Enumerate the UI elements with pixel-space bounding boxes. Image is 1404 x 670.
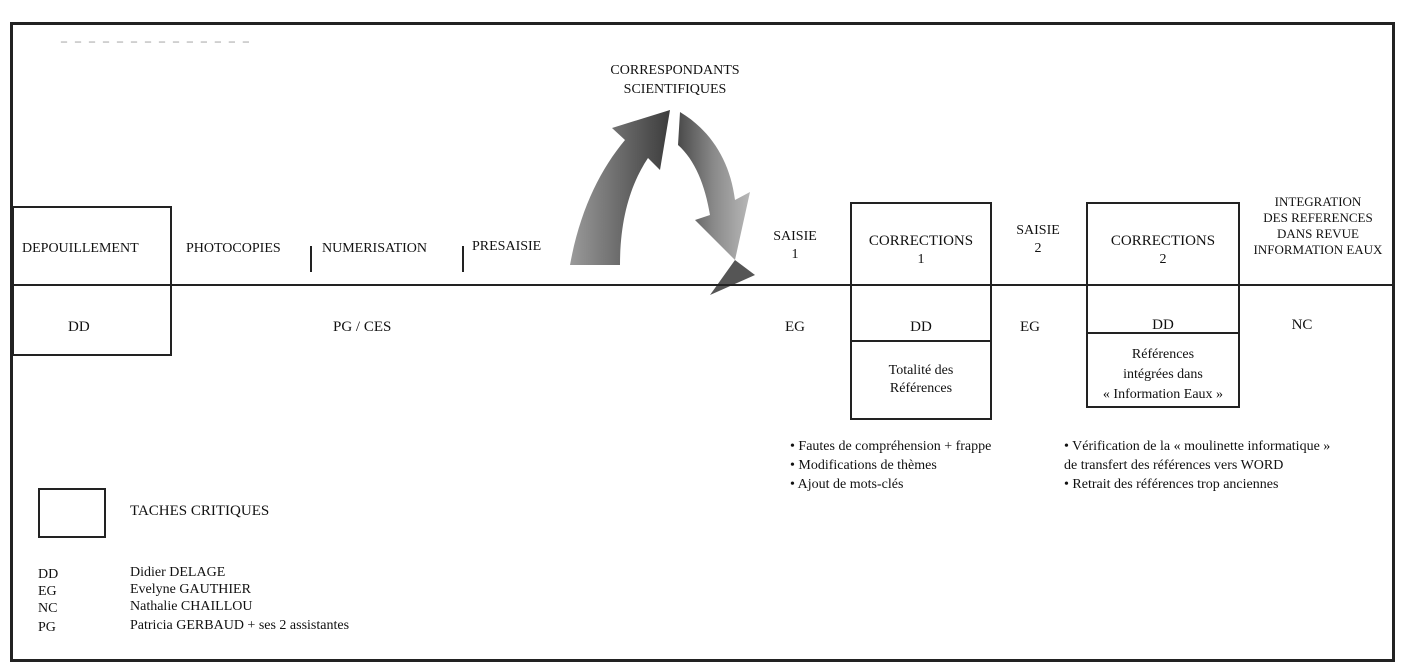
process-axis-line: [12, 284, 1392, 286]
assignee-corrections2: DD: [1152, 317, 1174, 333]
legend-name: Patricia GERBAUD + ses 2 assistantes: [130, 618, 350, 633]
legend-code: EG: [38, 584, 57, 599]
corrections2-detail-box: [1086, 332, 1240, 408]
stage-integration-line1: INTEGRATION: [1274, 194, 1362, 209]
stage-integration-line4: INFORMATION EAUX: [1253, 242, 1383, 257]
legend-critical-swatch: [38, 488, 106, 538]
legend-code: DD: [38, 567, 59, 582]
stage-depouillement: DEPOUILLEMENT: [22, 241, 139, 256]
stage-corrections2-line2: 2: [1159, 252, 1167, 267]
corrections2-note-2: de transfert des références vers WORD: [1064, 458, 1284, 473]
corrections2-note-3: • Retrait des références trop anciennes: [1064, 477, 1279, 492]
assignee-saisie2: EG: [1020, 319, 1040, 335]
legend-name: Didier DELAGE: [130, 565, 226, 580]
diagram-frame: [10, 22, 1395, 662]
stage-corrections1-line1: CORRECTIONS: [868, 233, 974, 249]
separator-line: [462, 246, 464, 272]
stage-saisie1-line2: 1: [791, 247, 799, 262]
assignee-saisie1: EG: [785, 319, 805, 335]
corrections2-note-1: • Vérification de la « moulinette inform…: [1064, 439, 1331, 454]
stage-saisie2-line2: 2: [1034, 241, 1042, 256]
legend-code: NC: [38, 601, 58, 616]
stage-numerisation: NUMERISATION: [322, 241, 427, 256]
legend-name: Nathalie CHAILLOU: [130, 599, 253, 614]
stage-saisie1-line1: SAISIE: [773, 229, 817, 244]
stage-saisie2-line1: SAISIE: [1016, 223, 1060, 238]
corrections1-detail-line1: Totalité des: [888, 363, 954, 378]
stage-corrections2-line1: CORRECTIONS: [1110, 233, 1216, 249]
bleed-through-text: - - - - - - - - - - - - - -: [60, 28, 250, 54]
bidirectional-arrows-icon: [570, 110, 755, 295]
depouillement-critical-box: [12, 206, 172, 356]
assignee-integration: NC: [1291, 317, 1313, 333]
corrections2-detail-line1: Références: [1131, 347, 1195, 362]
corrections1-note-3: • Ajout de mots-clés: [790, 477, 904, 492]
legend-code: PG: [38, 620, 56, 635]
corrections1-detail-line2: Références: [889, 381, 953, 396]
separator-line: [310, 246, 312, 272]
corrections2-detail-line3: « Information Eaux »: [1102, 387, 1224, 402]
legend-critical-label: TACHES CRITIQUES: [130, 503, 270, 519]
stage-photocopies: PHOTOCOPIES: [186, 241, 281, 256]
legend-name: Evelyne GAUTHIER: [130, 582, 251, 597]
correspondants-title-line1: CORRESPONDANTS: [610, 63, 740, 78]
assignee-depouillement: DD: [68, 319, 90, 335]
stage-integration-line2: DES REFERENCES: [1263, 210, 1373, 225]
corrections2-detail-line2: intégrées dans: [1123, 367, 1203, 382]
stage-corrections1-line2: 1: [917, 252, 925, 267]
corrections1-note-1: • Fautes de compréhension + frappe: [790, 439, 992, 454]
assignee-corrections1: DD: [910, 319, 932, 335]
assignee-pg-ces: PG / CES: [333, 319, 392, 335]
correspondants-title-line2: SCIENTIFIQUES: [623, 82, 727, 97]
stage-integration-line3: DANS REVUE: [1277, 226, 1359, 241]
stage-presaisie: PRESAISIE: [472, 239, 542, 254]
corrections1-note-2: • Modifications de thèmes: [790, 458, 937, 473]
corrections1-detail-box: [850, 340, 992, 420]
